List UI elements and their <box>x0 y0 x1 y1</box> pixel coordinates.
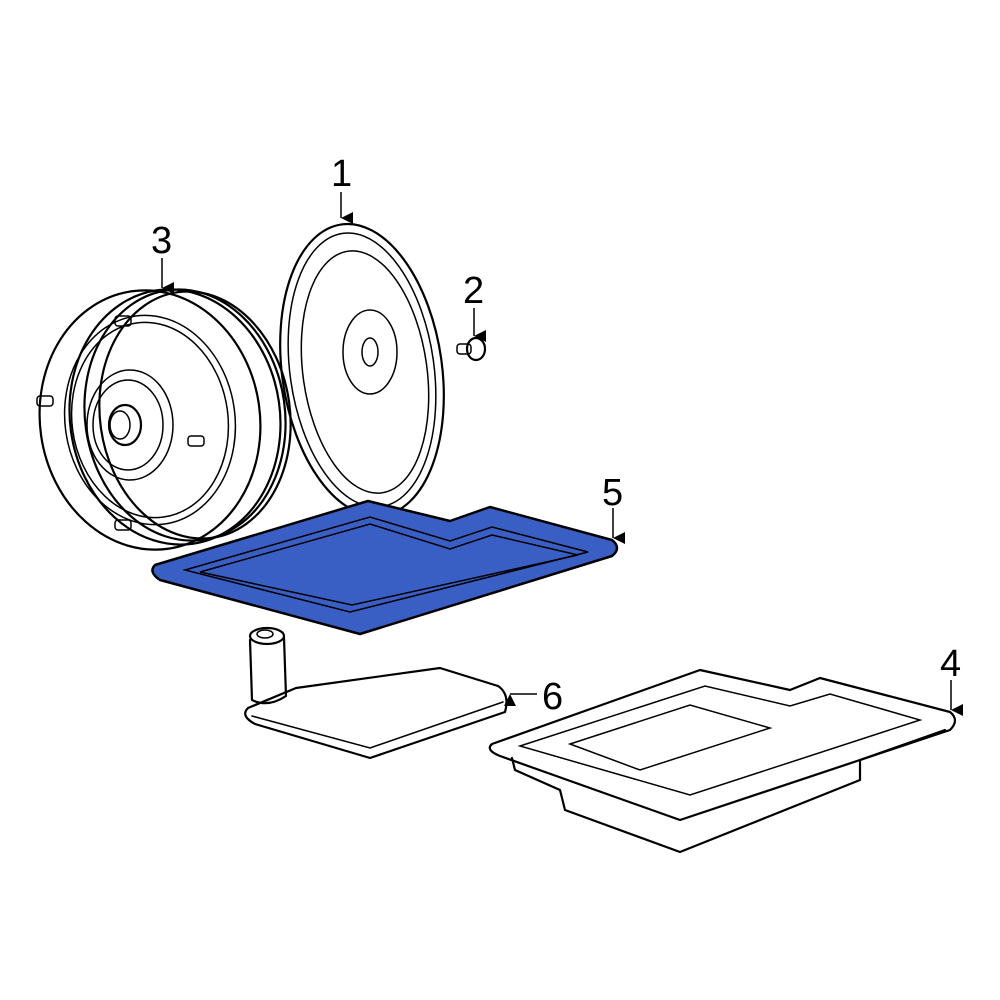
flexplate-bolt[interactable] <box>456 336 487 362</box>
leader-arrows <box>161 192 963 716</box>
callout-4[interactable]: 4 <box>940 643 962 685</box>
callout-2[interactable]: 2 <box>463 270 485 312</box>
callout-6[interactable]: 6 <box>542 676 564 718</box>
callout-3[interactable]: 3 <box>151 220 173 262</box>
oil-pan-gasket[interactable] <box>151 499 619 636</box>
transmission-oil-pan[interactable] <box>488 668 957 854</box>
torque-converter[interactable] <box>23 276 306 564</box>
callout-5[interactable]: 5 <box>602 472 624 514</box>
callout-1[interactable]: 1 <box>331 153 353 195</box>
transmission-filter[interactable] <box>244 626 508 760</box>
flexplate[interactable] <box>262 213 461 526</box>
